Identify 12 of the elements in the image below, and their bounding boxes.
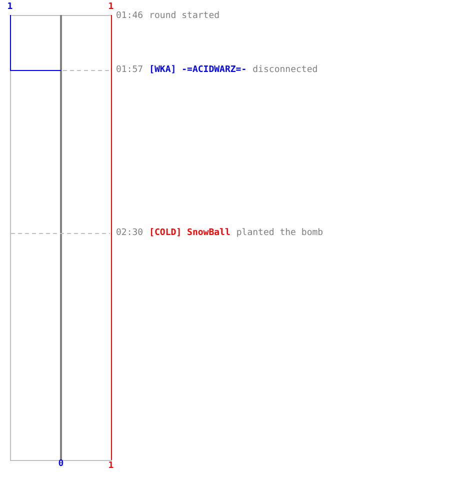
event-text: round started	[149, 10, 220, 22]
axis-label: 1	[108, 461, 114, 471]
event-text: disconnected	[252, 64, 318, 76]
time-label: 01:46	[116, 10, 144, 22]
time-label: 02:30	[116, 227, 144, 239]
count-label: 1	[7, 2, 13, 12]
count-label: 1	[108, 2, 114, 12]
event-text: planted the bomb	[236, 227, 324, 239]
player-name: [WKA] -=ACIDWARZ=-	[149, 64, 247, 76]
axis-label: 0	[58, 459, 64, 469]
player-name: [COLD] SnowBall	[149, 227, 230, 239]
time-label: 01:57	[116, 64, 144, 76]
